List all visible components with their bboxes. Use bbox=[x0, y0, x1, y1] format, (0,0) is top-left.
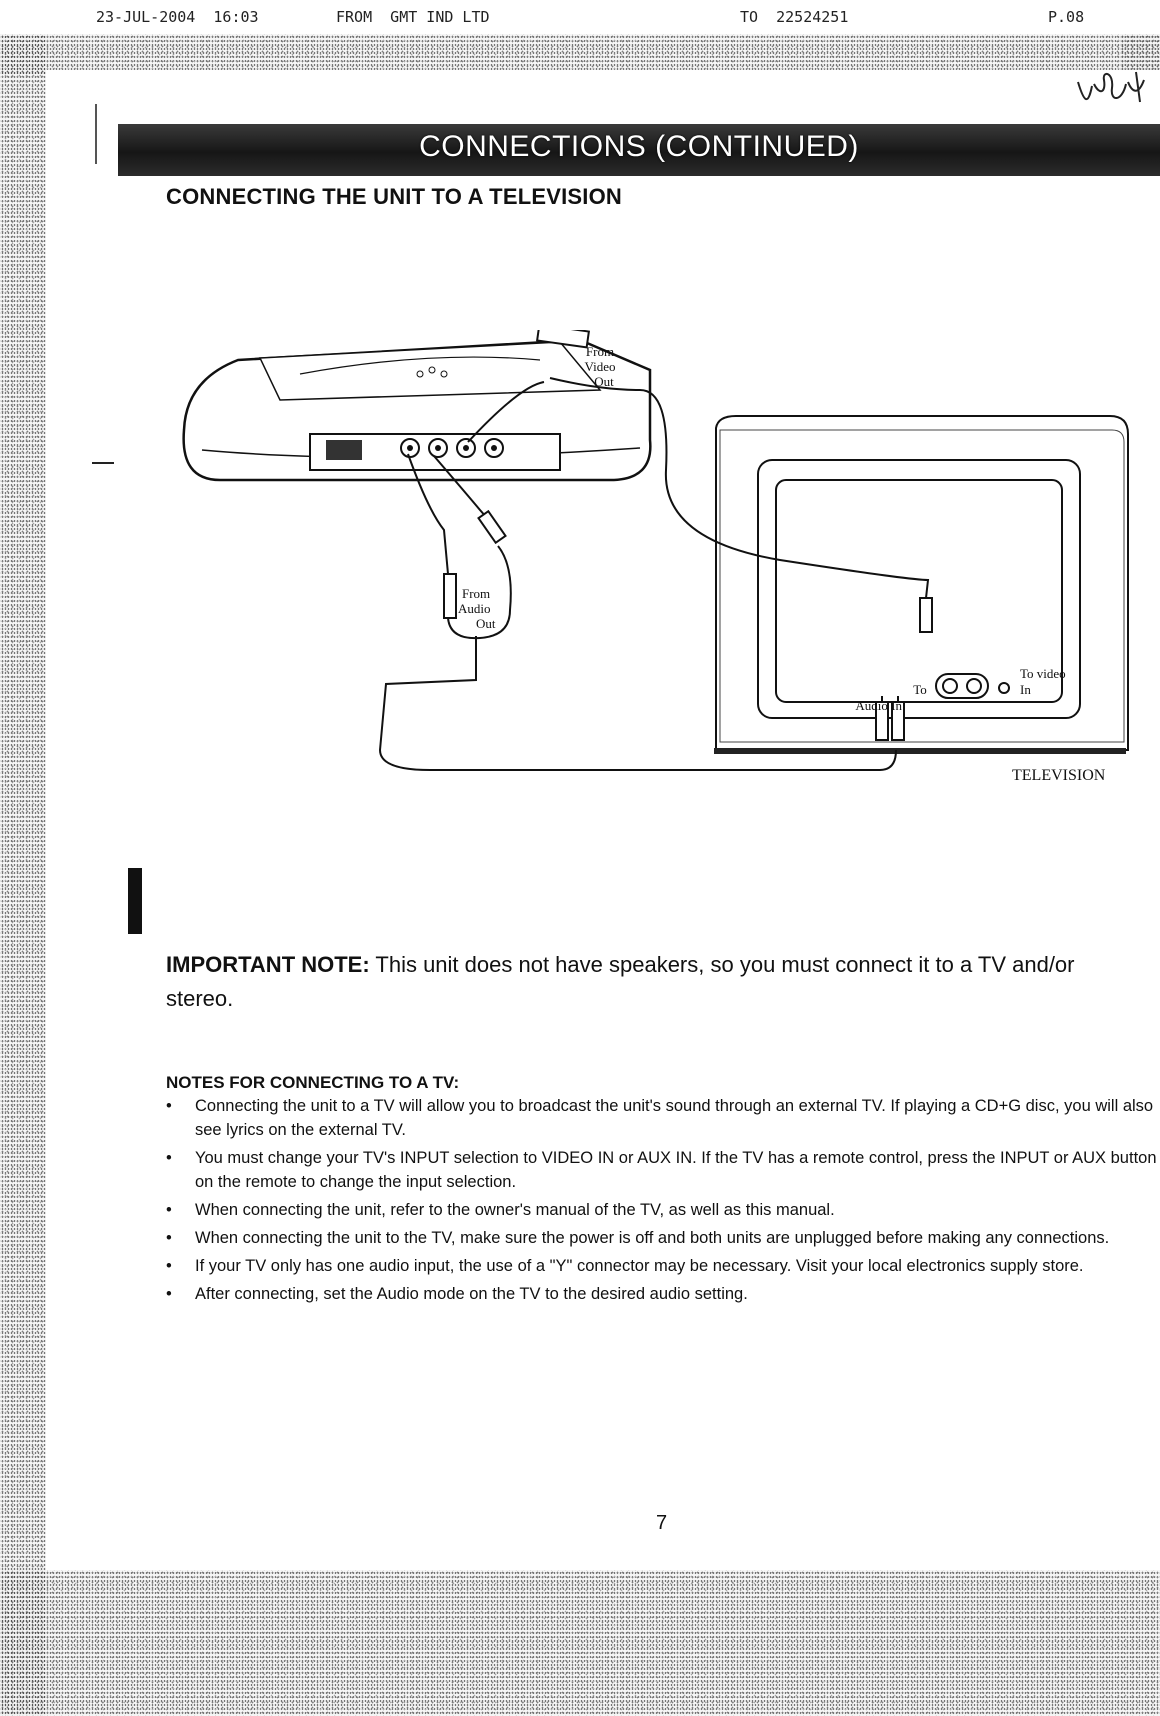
label-from-video-out-2: Video bbox=[585, 359, 616, 374]
note-text: Connecting the unit to a TV will allow y… bbox=[195, 1097, 1154, 1139]
page-number: 7 bbox=[656, 1512, 668, 1534]
fax-header: 23-JUL-2004 16:03 FROM GMT IND LTD TO 22… bbox=[0, 0, 1160, 34]
label-to-audio-in-2: Audio In bbox=[855, 698, 902, 713]
notes-list: • Connecting the unit to a TV will allow … bbox=[166, 1094, 1160, 1310]
margin-mark bbox=[95, 104, 97, 164]
fax-noise-top bbox=[0, 34, 1160, 74]
bullet-icon: • bbox=[166, 1201, 172, 1219]
fax-from: FROM GMT IND LTD bbox=[336, 8, 490, 26]
notes-heading: NOTES FOR CONNECTING TO A TV: bbox=[166, 1073, 460, 1092]
manual-page bbox=[46, 70, 1160, 1570]
label-from-audio-out-3: Out bbox=[476, 616, 496, 631]
bullet-icon: • bbox=[166, 1149, 172, 1167]
fax-noise-bottom bbox=[0, 1570, 1160, 1716]
label-to-video-in-2: In bbox=[1020, 682, 1031, 697]
note-text: If your TV only has one audio input, the… bbox=[195, 1257, 1084, 1275]
banner-title: CONNECTIONS (CONTINUED) bbox=[419, 130, 859, 163]
fax-to: TO 22524251 bbox=[740, 8, 849, 26]
label-to-audio-in-1: To bbox=[913, 682, 927, 697]
margin-dash bbox=[92, 462, 114, 464]
connection-diagram: From Video Out From Audio Out To video I… bbox=[182, 330, 1129, 784]
label-from-video-out-3: Out bbox=[594, 374, 614, 389]
video-plug bbox=[919, 597, 933, 633]
note-item: • Connecting the unit to a TV will allow … bbox=[166, 1094, 1160, 1142]
note-text: After connecting, set the Audio mode on … bbox=[195, 1285, 748, 1303]
note-item: • When connecting the unit to the TV, mak… bbox=[166, 1226, 1160, 1250]
note-text: You must change your TV's INPUT selectio… bbox=[195, 1149, 1157, 1191]
bullet-icon: • bbox=[166, 1257, 172, 1275]
important-note-text: This unit does not have speakers, so you… bbox=[166, 952, 1075, 1011]
audio-plug bbox=[443, 573, 457, 619]
label-to-video-in-1: To video bbox=[1020, 666, 1066, 681]
note-text: When connecting the unit, refer to the o… bbox=[195, 1201, 835, 1219]
label-from-audio-out-1: From bbox=[462, 586, 490, 601]
label-from-audio-out-2: Audio bbox=[458, 601, 491, 616]
cables bbox=[378, 377, 930, 771]
bullet-icon: • bbox=[166, 1097, 172, 1115]
section-title: CONNECTING THE UNIT TO A TELEVISION bbox=[166, 184, 622, 209]
bullet-icon: • bbox=[166, 1229, 172, 1247]
fax-noise-left bbox=[0, 34, 46, 1716]
note-item: • When connecting the unit, refer to the … bbox=[166, 1198, 1160, 1222]
label-television: TELEVISION bbox=[1012, 767, 1106, 784]
television-illustration bbox=[714, 415, 1129, 754]
note-text: When connecting the unit to the TV, make… bbox=[195, 1229, 1110, 1247]
fax-page: P.08 bbox=[1048, 8, 1085, 26]
handwritten-mark bbox=[1077, 71, 1145, 103]
label-from-video-out-1: From bbox=[586, 344, 614, 359]
note-item: • After connecting, set the Audio mode on… bbox=[166, 1282, 1160, 1306]
audio-plug-2 bbox=[477, 509, 507, 545]
section-banner: CONNECTIONS (CONTINUED) bbox=[118, 124, 1160, 176]
important-note: IMPORTANT NOTE: This unit does not have … bbox=[166, 948, 1126, 1016]
unit-illustration bbox=[182, 330, 652, 482]
bullet-icon: • bbox=[166, 1285, 172, 1303]
note-item: • You must change your TV's INPUT selecti… bbox=[166, 1146, 1160, 1194]
fax-date-time: 23-JUL-2004 16:03 bbox=[96, 8, 259, 26]
change-bar bbox=[128, 868, 142, 934]
note-item: • If your TV only has one audio input, th… bbox=[166, 1254, 1160, 1278]
important-note-label: IMPORTANT NOTE: bbox=[166, 952, 370, 977]
